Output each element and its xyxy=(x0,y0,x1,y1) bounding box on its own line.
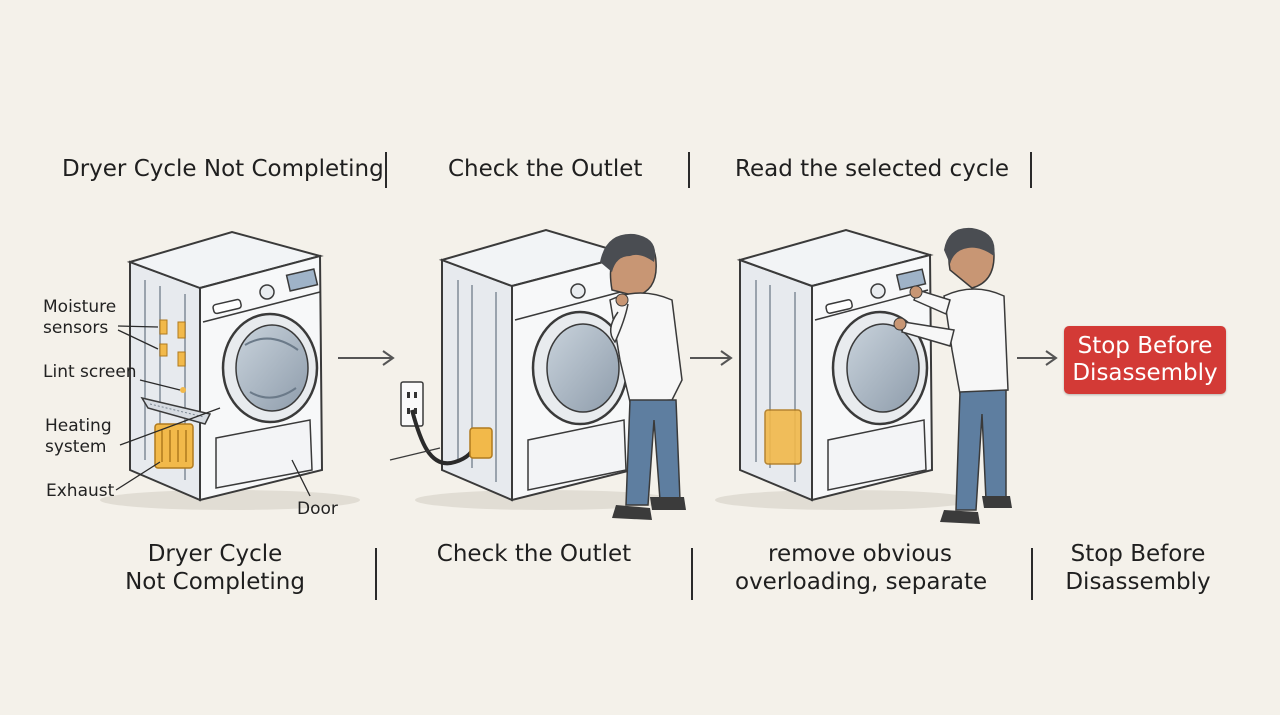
dryer-cutaway-illustration xyxy=(100,230,360,510)
header-divider-3 xyxy=(1030,152,1032,188)
footer-step3-line2: overloading, separate xyxy=(735,569,988,595)
footer-divider-1 xyxy=(375,548,377,600)
arrow-right-icon xyxy=(338,350,395,366)
header-divider-2 xyxy=(688,152,690,188)
step3-title: Read the selected cycle xyxy=(735,156,1010,182)
footer-divider-2 xyxy=(691,548,693,600)
footer-step2-line1: Check the Outlet xyxy=(436,541,632,567)
footer-step3: remove obvious overloading, separate xyxy=(735,540,988,596)
footer-step3-line1: remove obvious xyxy=(768,541,952,567)
callout-moisture-line2: sensors xyxy=(43,318,109,338)
step1-title: Dryer Cycle Not Completing xyxy=(62,156,384,182)
footer-divider-3 xyxy=(1031,548,1033,600)
footer-step4: Stop Before Disassembly xyxy=(1058,540,1218,596)
callout-heating-line2: system xyxy=(45,437,107,457)
footer-step4-line1: Stop Before xyxy=(1070,541,1206,567)
callout-lint-screen: Lint screen xyxy=(43,362,137,382)
person-operating-illustration xyxy=(893,227,1012,524)
callout-door: Door xyxy=(297,499,338,519)
step2-title: Check the Outlet xyxy=(448,156,643,182)
footer-step1-line2: Not Completing xyxy=(125,569,305,595)
callout-exhaust: Exhaust xyxy=(46,481,115,501)
arrow-right-icon xyxy=(690,350,733,366)
badge-line2: Disassembly xyxy=(1072,360,1218,386)
stop-before-disassembly-badge: Stop Before Disassembly xyxy=(1064,326,1226,394)
badge-line1: Stop Before xyxy=(1077,333,1213,359)
header-divider-1 xyxy=(385,152,387,188)
arrow-right-icon xyxy=(1017,350,1058,366)
callout-moisture-line1: Moisture xyxy=(43,297,117,317)
footer-step1-line1: Dryer Cycle xyxy=(147,541,283,567)
footer-step1: Dryer Cycle Not Completing xyxy=(115,540,315,596)
dryer-cycle-illustration xyxy=(715,228,975,510)
dryer-outlet-illustration xyxy=(389,228,675,510)
person-thinking-illustration xyxy=(600,233,686,520)
footer-step4-line2: Disassembly xyxy=(1065,569,1211,595)
footer-step2: Check the Outlet xyxy=(434,540,634,568)
callout-heating-line1: Heating xyxy=(45,416,112,436)
